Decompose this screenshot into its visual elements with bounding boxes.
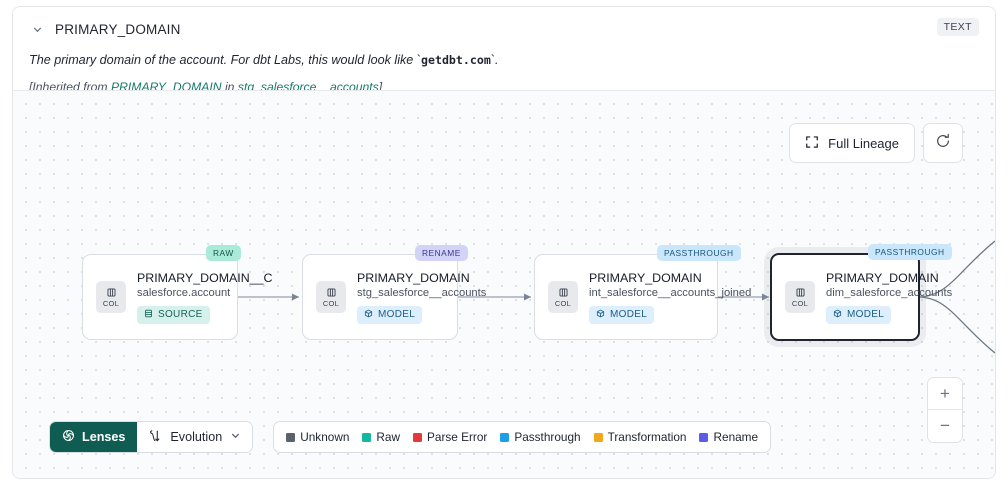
cube-icon [833,309,842,321]
legend-swatch [593,432,603,442]
node-kind-badge: SOURCE [137,305,210,324]
inherited-mid: in [221,79,238,94]
column-detail-card: PRIMARY_DOMAIN TEXT The primary domain o… [12,6,996,479]
title-row: PRIMARY_DOMAIN [29,19,979,39]
description-text-post: `. [490,53,499,67]
legend-swatch [413,432,423,442]
node-title: PRIMARY_DOMAIN [357,270,470,285]
col-chip-label: COL [322,298,340,308]
lens-icon [62,429,75,445]
legend-label: Passthrough [514,430,581,444]
column-description: The primary domain of the account. For d… [29,52,979,70]
node-kind-badge: MODEL [826,305,892,324]
legend-item: Passthrough [500,430,581,444]
page-title: PRIMARY_DOMAIN [55,21,181,37]
node-subtitle: int_salesforce__accounts_joined [589,286,752,299]
legend-label: Unknown [300,430,350,444]
full-lineage-label: Full Lineage [828,135,899,151]
canvas-top-controls: Full Lineage [789,123,963,163]
legend-item: Raw [362,430,400,444]
lineage-node-selected[interactable]: PASSTHROUGH COL PRIMARY_DOMAIN dim_sales… [770,244,952,341]
lineage-canvas[interactable]: Full Lineage RAW [13,90,995,478]
chevron-down-icon [230,430,241,444]
node-type-pill: RAW [206,245,241,261]
legend-item: Parse Error [413,430,487,444]
node-kind-label: SOURCE [158,309,203,320]
lenses-button[interactable]: Lenses [50,422,138,452]
col-chip-label: COL [554,298,572,308]
node-body: PRIMARY_DOMAIN dim_salesforce_accounts M… [826,271,952,324]
node-kind-label: MODEL [378,309,416,320]
evolution-dropdown[interactable]: Evolution [137,422,253,452]
node-subtitle: dim_salesforce_accounts [826,286,953,299]
node-kind-label: MODEL [847,309,885,320]
zoom-in-button[interactable]: + [928,378,962,410]
evolution-label: Evolution [170,430,223,444]
full-lineage-button[interactable]: Full Lineage [789,123,915,163]
refresh-icon [935,133,951,154]
col-chip-label: COL [791,298,809,308]
lenses-label: Lenses [82,430,126,444]
evolution-icon [148,429,162,446]
zoom-out-button[interactable]: − [928,410,962,442]
canvas-bottom-bar: Lenses Evolution [49,421,772,453]
description-text-pre: The primary domain of the account. For d… [29,53,421,67]
legend-label: Transformation [607,430,687,444]
card-header: PRIMARY_DOMAIN TEXT The primary domain o… [13,7,995,94]
col-chip: COL [316,281,346,313]
legend-swatch [286,432,296,442]
col-chip: COL [96,281,126,313]
node-title: PRIMARY_DOMAIN [826,270,939,285]
col-chip: COL [548,281,578,313]
legend-swatch [699,432,709,442]
expand-icon [805,135,819,152]
legend-label: Raw [376,430,401,444]
node-subtitle: stg_salesforce__accounts [357,286,487,299]
node-kind-badge: MODEL [357,305,423,324]
lineage-edges [238,240,995,354]
legend: Unknown Raw Parse Error Passthrough [273,421,772,453]
legend-item: Unknown [286,430,349,444]
lens-group: Lenses Evolution [49,421,254,453]
legend-item: Rename [699,430,758,444]
status-badge: TEXT [936,18,979,36]
node-title: PRIMARY_DOMAIN [589,270,702,285]
col-chip-label: COL [102,298,120,308]
node-type-pill: PASSTHROUGH [657,245,741,261]
col-chip: COL [785,281,815,313]
node-body: PRIMARY_DOMAIN int_salesforce__accounts_… [589,271,751,324]
legend-item: Transformation [593,430,687,444]
lineage-node[interactable]: RENAME COL PRIMARY_DOMAIN stg_salesforce… [302,245,486,340]
node-kind-badge: MODEL [589,305,655,324]
chevron-down-icon[interactable] [29,21,45,37]
cube-icon [596,309,605,321]
node-type-pill: RENAME [415,245,468,261]
node-kind-label: MODEL [610,309,648,320]
cube-icon [364,309,373,321]
lineage-node[interactable]: RAW COL PRIMARY_DOMAIN__C salesforce.acc… [82,245,272,340]
node-subtitle: salesforce.account [137,286,231,299]
legend-swatch [500,432,510,442]
legend-label: Rename [713,430,759,444]
node-title: PRIMARY_DOMAIN__C [137,270,273,285]
inherited-suffix: ] [378,79,383,94]
lineage-node[interactable]: PASSTHROUGH COL PRIMARY_DOMAIN int_sales… [534,245,751,340]
zoom-controls: + − [927,377,963,443]
legend-swatch [362,432,372,442]
legend-label: Parse Error [427,430,488,444]
node-body: PRIMARY_DOMAIN stg_salesforce__accounts … [357,271,486,324]
node-type-pill: PASSTHROUGH [868,244,952,260]
description-code: getdbt.com [421,53,491,67]
refresh-button[interactable] [923,123,963,163]
node-body: PRIMARY_DOMAIN__C salesforce.account SOU… [137,271,272,324]
database-icon [144,309,153,321]
